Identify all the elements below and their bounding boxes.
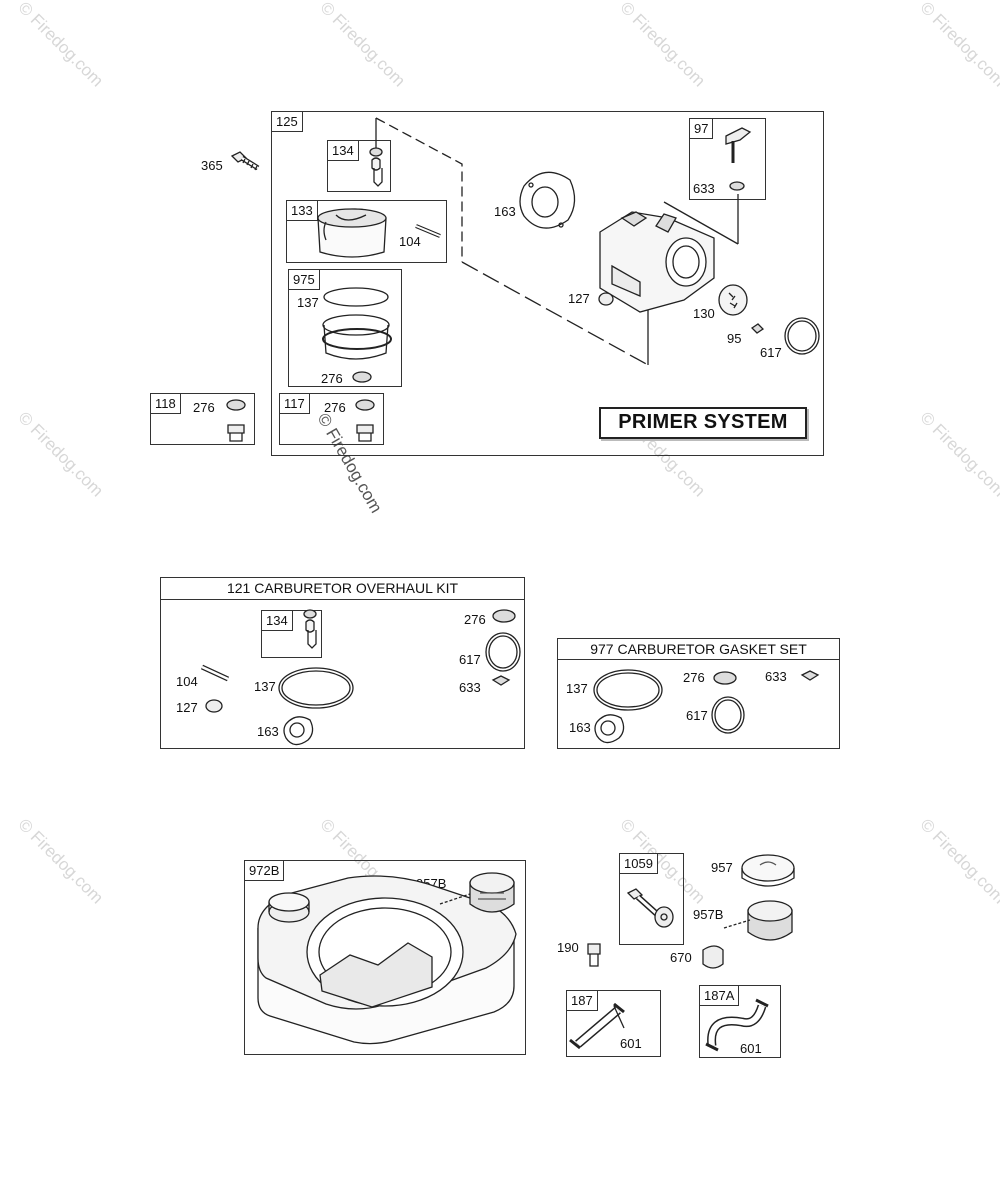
part-label-190: 190 — [557, 940, 579, 955]
part-box-133 — [286, 200, 447, 263]
part-label-163: 163 — [569, 720, 591, 735]
part-label-134: 134 — [261, 610, 293, 631]
part-label-104: 104 — [176, 674, 198, 689]
part-label-617: 617 — [686, 708, 708, 723]
part-label-104: 104 — [399, 234, 421, 249]
overhaul-kit-drawings — [200, 609, 521, 746]
choke-shaft-97-drawing — [725, 127, 752, 191]
part-label-276: 276 — [324, 400, 346, 415]
gasket-set-drawings — [593, 669, 820, 744]
throttle-plate-drawing — [718, 284, 820, 355]
part-box-975 — [288, 269, 402, 387]
part-box-187 — [566, 990, 661, 1057]
part-label-972b: 972B — [244, 860, 285, 881]
part-label-365: 365 — [201, 158, 223, 173]
part-label-276: 276 — [193, 400, 215, 415]
primer-bulb-133-drawing — [317, 208, 441, 258]
fuel-tank-drawing — [257, 872, 517, 1045]
part-label-617: 617 — [760, 345, 782, 360]
part-label-133: 133 — [286, 200, 318, 221]
part-box-97 — [689, 118, 766, 200]
part-label-957: 957 — [711, 860, 733, 875]
part-label-276: 276 — [683, 670, 705, 685]
part-label-975: 975 — [288, 269, 320, 290]
part-label-187a: 187A — [699, 985, 740, 1006]
part-label-117: 117 — [279, 393, 310, 414]
fuel-tank-frame — [244, 860, 526, 1055]
primer-system-frame — [271, 111, 824, 456]
part-box-134 — [327, 140, 391, 192]
part-label-601: 601 — [620, 1036, 642, 1051]
part-label-633: 633 — [765, 669, 787, 684]
part-label-163: 163 — [257, 724, 279, 739]
part-label-670: 670 — [670, 950, 692, 965]
gasket-163-drawing — [519, 171, 576, 229]
overhaul-kit-title: 121 CARBURETOR OVERHAUL KIT — [160, 577, 525, 600]
part-label-118: 118 — [150, 393, 181, 414]
part-label-125: 125 — [271, 111, 303, 132]
part-label-137: 137 — [254, 679, 276, 694]
part-label-633: 633 — [693, 181, 715, 196]
part-box-187a — [699, 985, 781, 1058]
part-label-601: 601 — [740, 1041, 762, 1056]
primer-housing-975-drawing — [322, 287, 392, 383]
part-label-187: 187 — [566, 990, 598, 1011]
leader-line-dashed — [461, 261, 649, 366]
fuel-parts-drawings — [569, 854, 795, 1052]
part-label-276: 276 — [464, 612, 486, 627]
part-label-137: 137 — [566, 681, 588, 696]
part-label-127: 127 — [176, 700, 198, 715]
carburetor-drawing — [598, 211, 715, 313]
part-label-130: 130 — [693, 306, 715, 321]
part-label-633: 633 — [459, 680, 481, 695]
part-label-137: 137 — [297, 295, 319, 310]
part-label-1059: 1059 — [619, 853, 658, 874]
primer-valve-134-drawing — [369, 147, 383, 187]
part-label-163: 163 — [494, 204, 516, 219]
part-label-617: 617 — [459, 652, 481, 667]
gasket-set-title: 977 CARBURETOR GASKET SET — [557, 638, 840, 660]
fittings-drawing — [226, 399, 375, 442]
leader-line-dashed — [375, 117, 463, 262]
part-label-127: 127 — [568, 291, 590, 306]
leader-line — [663, 201, 739, 245]
part-label-97: 97 — [689, 118, 714, 139]
part-box-117 — [279, 393, 384, 445]
part-label-95: 95 — [727, 331, 742, 346]
part-box-118 — [150, 393, 255, 445]
bolt-365-drawing — [230, 151, 260, 171]
part-label-957b: 957B — [693, 907, 724, 922]
part-label-134: 134 — [327, 140, 359, 161]
primer-system-title: PRIMER SYSTEM — [599, 407, 807, 439]
part-label-276: 276 — [321, 371, 343, 386]
